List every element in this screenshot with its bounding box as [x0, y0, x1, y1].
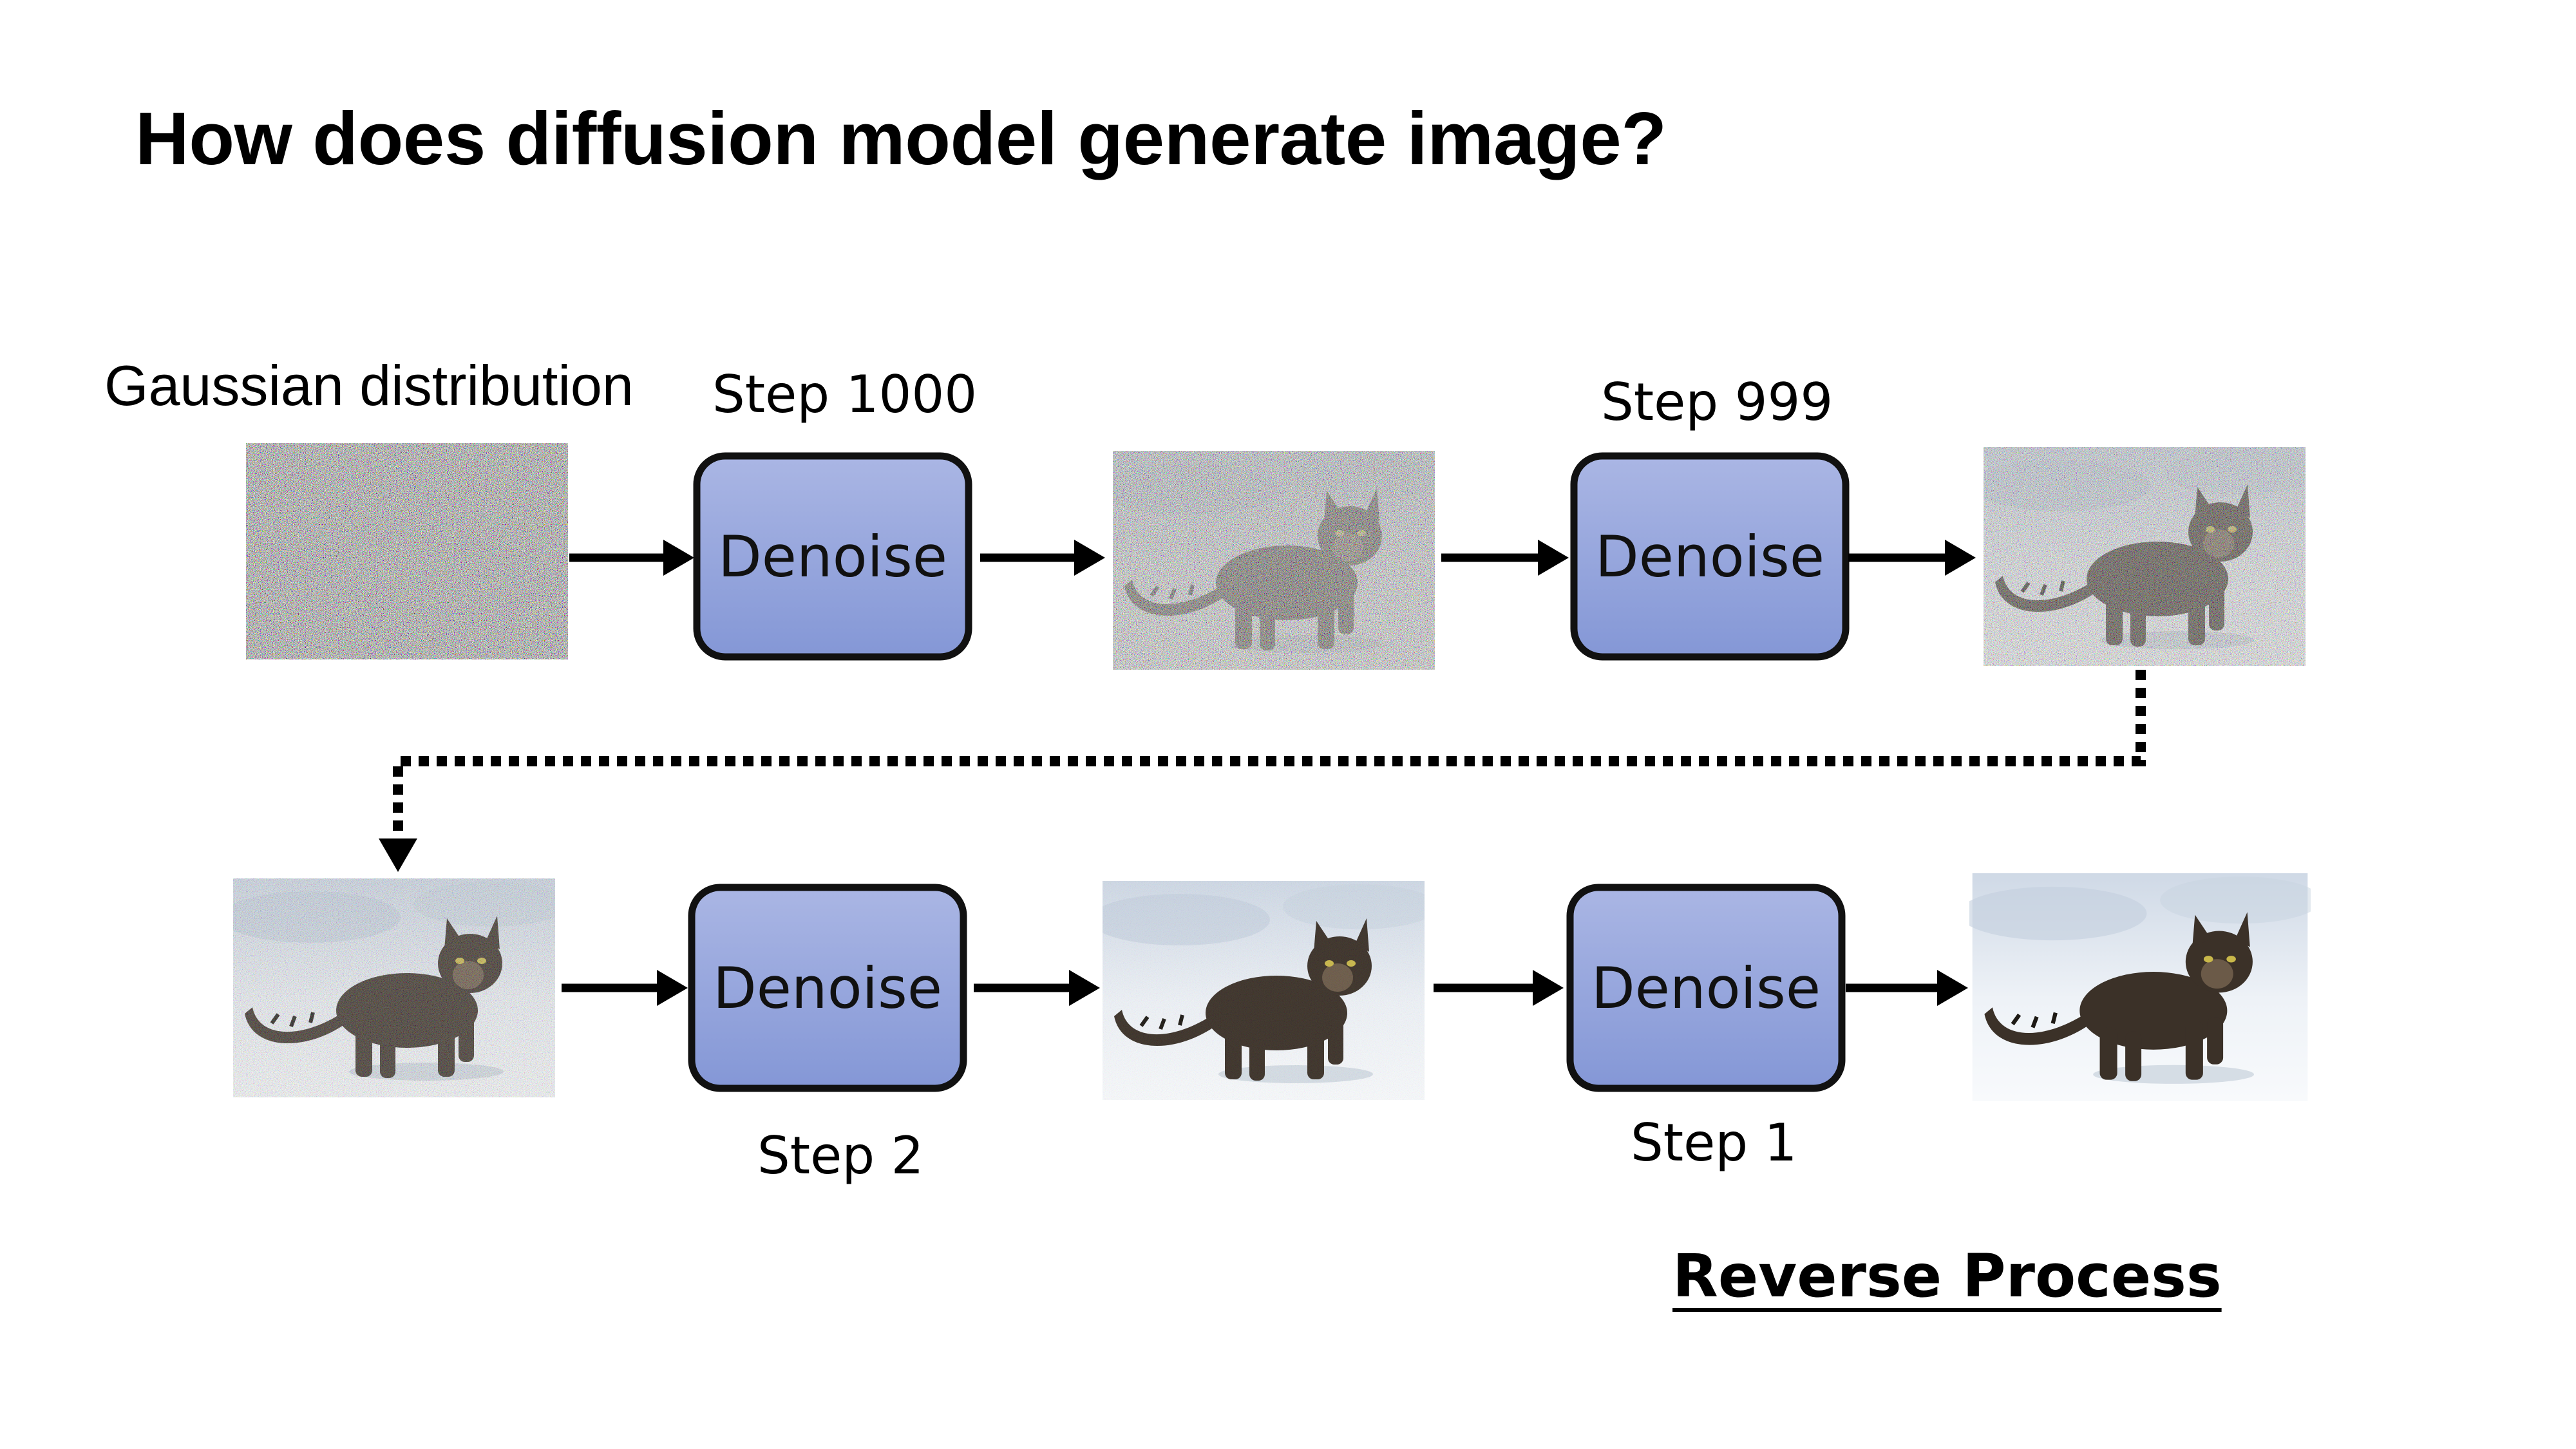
- arrowhead: [1533, 970, 1564, 1006]
- arrowhead: [1538, 540, 1569, 576]
- arrowhead: [663, 540, 694, 576]
- arrowhead: [657, 970, 688, 1006]
- noisy-cat-step-1000-image: [1113, 451, 1435, 670]
- arrows-row-2: [562, 970, 1968, 1006]
- cat-final-image: [1959, 873, 2321, 1101]
- cat-step-2-image: [1103, 881, 1425, 1100]
- arrowhead: [1937, 970, 1968, 1006]
- denoise-box-step-999: Denoise: [1570, 452, 1850, 661]
- dotted-connector: [379, 670, 2146, 872]
- denoise-label: Denoise: [1591, 955, 1821, 1021]
- arrows-row-1: [569, 540, 1976, 576]
- denoise-box-step-1: Denoise: [1566, 884, 1846, 1092]
- step-999-label: Step 999: [1601, 372, 1833, 432]
- gaussian-distribution-label: Gaussian distribution: [104, 354, 634, 417]
- arrowhead: [1069, 970, 1100, 1006]
- denoise-label: Denoise: [713, 955, 942, 1021]
- denoise-label: Denoise: [1595, 524, 1824, 590]
- arrowhead: [1945, 540, 1976, 576]
- gaussian-noise-image: [246, 443, 568, 659]
- noisy-cat-step-999-image: [1984, 447, 2306, 666]
- denoise-box-step-2: Denoise: [688, 884, 967, 1092]
- step-1-label: Step 1: [1631, 1113, 1797, 1173]
- denoise-label: Denoise: [718, 524, 947, 590]
- noisy-cat-step-3-image: [233, 878, 555, 1097]
- reverse-process-label: Reverse Process: [1672, 1242, 2222, 1311]
- arrowhead: [1074, 540, 1105, 576]
- step-2-label: Step 2: [757, 1126, 924, 1186]
- denoise-box-step-1000: Denoise: [693, 452, 972, 661]
- slide-title: How does diffusion model generate image?: [135, 97, 1667, 180]
- step-1000-label: Step 1000: [712, 365, 978, 424]
